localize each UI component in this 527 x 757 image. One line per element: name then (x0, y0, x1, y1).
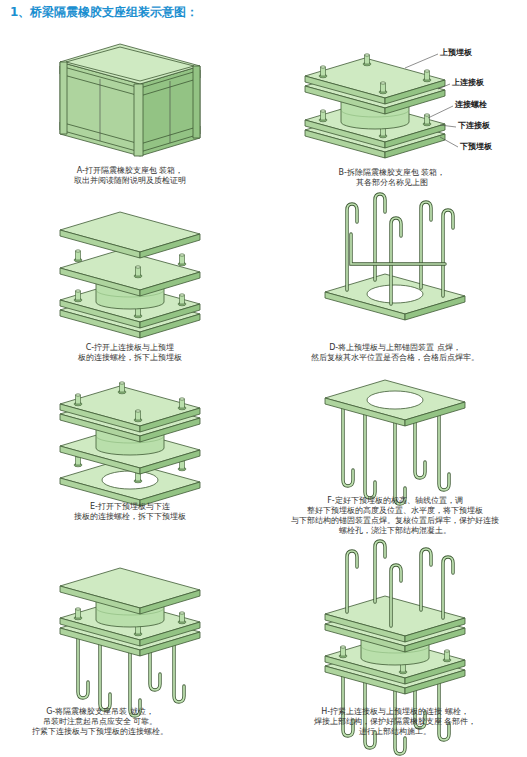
step-g-drawing (60, 568, 200, 716)
packing-crate (60, 44, 200, 156)
step-c-drawing (60, 212, 200, 338)
part-name: 下连接板 (458, 121, 490, 131)
bearing-assembly (305, 54, 445, 158)
step-caption: C-拧开上连接板与上预埋 板的连接螺栓，拆下上预埋板 (69, 343, 191, 363)
step-caption: F-定好下预埋板的标高、轴线位置，调 整好下预埋板的高度及位置、水平度，将下预埋… (281, 496, 509, 536)
step-e-drawing (60, 382, 200, 506)
diagram-title: 1、桥梁隔震橡胶支座组装示意图： (10, 5, 198, 20)
part-name: 连接螺栓 (455, 100, 487, 110)
part-name: 上预埋板 (440, 48, 472, 58)
step-d-drawing (325, 194, 465, 320)
step-f-drawing (325, 380, 465, 504)
step-caption: A-打开隔震橡胶支座包 装箱，取出并阅读随附说明及质检证明 (50, 166, 210, 186)
step-caption: E-打开下预埋板与下连 接板的连接螺栓，拆下下预埋板 (74, 502, 186, 522)
part-name: 上连接板 (452, 78, 484, 88)
step-caption: H-拧紧上连接板与上预埋板的连接 螺栓，焊接上部结构，保护好隔震橡胶支座 各部件… (303, 707, 488, 737)
part-name: 下预埋板 (460, 142, 492, 152)
leader-lines (405, 54, 458, 147)
step-caption: B-拆除隔震橡胶支座包 装箱，其各部分名称见上图 (317, 168, 467, 188)
step-caption: D-将上预埋板与上部锚固装置 点焊，然后复核其水平位置是否合格，合格后点焊牢。 (293, 343, 498, 363)
step-caption: G-将隔震橡胶支座吊装 就位，吊装时注意起吊点应安全 可靠。拧紧下连接板与下预埋… (11, 707, 189, 737)
